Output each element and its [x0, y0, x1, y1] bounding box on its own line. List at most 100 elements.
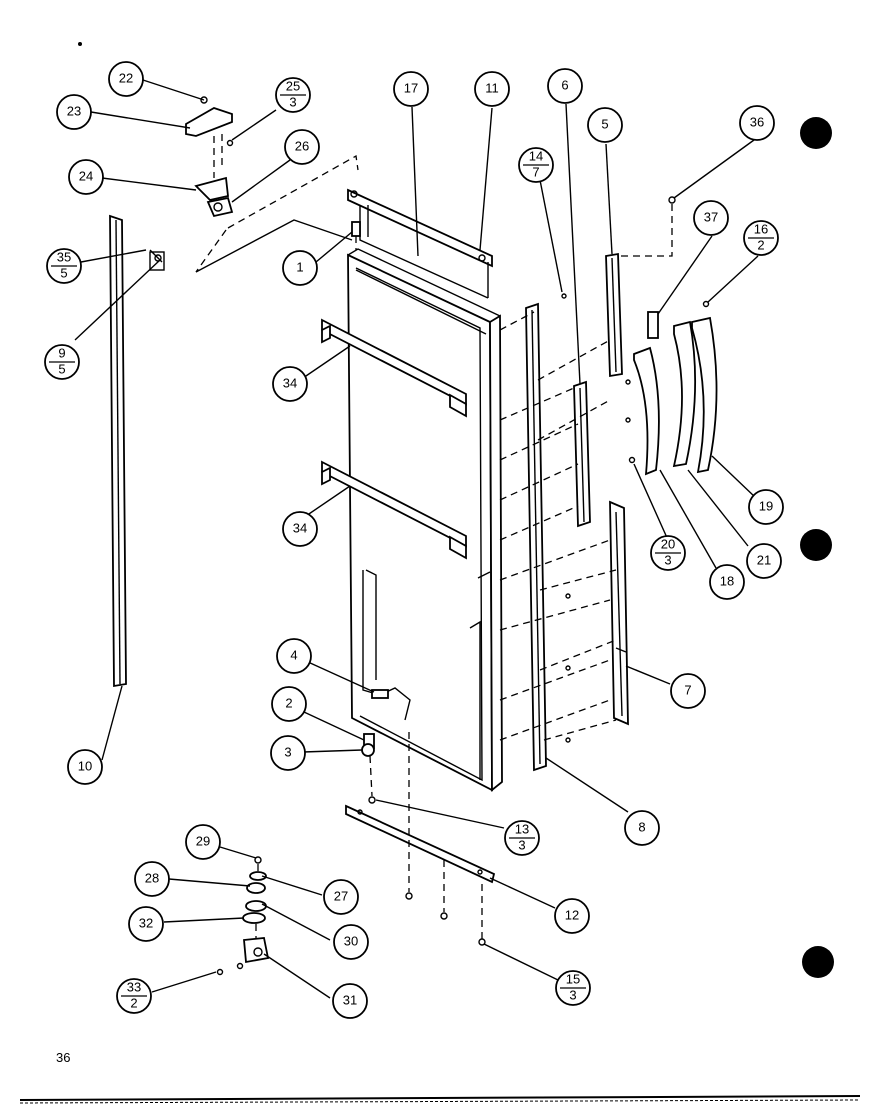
callout-label: 6 [561, 77, 568, 92]
callout-12: 12 [554, 898, 590, 934]
callout-36: 36 [739, 105, 775, 141]
callout-label: 1 [296, 259, 303, 274]
callout-32: 32 [128, 906, 164, 942]
callout-label: 34 [293, 520, 307, 535]
callout-7: 7 [670, 673, 706, 709]
callout-28: 28 [134, 861, 170, 897]
side-channel [525, 302, 547, 772]
door-shelf-upper [321, 318, 467, 418]
callout-label: 10 [78, 758, 92, 773]
callout-label: 11 [485, 80, 499, 95]
callout-num: 33 [127, 979, 141, 994]
callout-10: 10 [67, 749, 103, 785]
callout-label: 3 [284, 744, 291, 759]
callout-21: 21 [746, 543, 782, 579]
callout-den: 2 [130, 995, 137, 1010]
door-shelf-lower [321, 460, 467, 560]
callout-16-2: 162 [743, 220, 779, 256]
door-handle [618, 196, 718, 476]
callout-3: 3 [270, 735, 306, 771]
callout-den: 5 [58, 361, 65, 376]
binder-hole [800, 529, 832, 561]
callout-label: 32 [139, 915, 153, 930]
callout-19: 19 [748, 489, 784, 525]
callout-33-2: 332 [116, 978, 152, 1014]
callout-20-3: 203 [650, 535, 686, 571]
callout-15-3: 153 [555, 970, 591, 1006]
callout-5: 5 [587, 107, 623, 143]
callout-label: 28 [145, 870, 159, 885]
callout-18: 18 [709, 564, 745, 600]
door-gasket-strip [109, 214, 127, 688]
callout-num: 15 [566, 971, 580, 986]
callout-35-5: 355 [46, 248, 82, 284]
callout-22: 22 [108, 61, 144, 97]
page-number: 36 [56, 1050, 71, 1065]
callout-den: 2 [757, 237, 764, 252]
callout-label: 17 [404, 80, 418, 95]
callout-17: 17 [393, 71, 429, 107]
callout-23: 23 [56, 94, 92, 130]
callout-8: 8 [624, 810, 660, 846]
callout-den: 3 [518, 837, 525, 852]
lower-channel [609, 500, 629, 726]
callout-label: 36 [750, 114, 764, 129]
callout-26: 26 [284, 129, 320, 165]
binder-hole [802, 946, 834, 978]
callout-2: 2 [271, 686, 307, 722]
assembly-lines [499, 293, 617, 743]
binder-hole [800, 117, 832, 149]
callout-label: 19 [759, 498, 773, 513]
callout-num: 25 [286, 78, 300, 93]
callout-num: 16 [754, 221, 768, 236]
shelf-channel [573, 380, 591, 528]
callout-label: 23 [67, 103, 81, 118]
callout-27: 27 [323, 879, 359, 915]
callout-num: 14 [529, 148, 543, 163]
upper-channel [605, 252, 623, 378]
callout-24: 24 [68, 159, 104, 195]
callout-num: 9 [58, 345, 65, 360]
callout-34-lower: 34 [282, 511, 318, 547]
callout-den: 3 [664, 552, 671, 567]
callout-label: 31 [343, 992, 357, 1007]
hinge-pin [351, 221, 361, 250]
callout-label: 24 [79, 168, 93, 183]
callout-34-upper: 34 [272, 366, 308, 402]
callout-label: 30 [344, 933, 358, 948]
callout-6: 6 [547, 68, 583, 104]
callout-9-5: 95 [44, 344, 80, 380]
callout-num: 35 [57, 249, 71, 264]
bottom-hinge-assembly [216, 856, 270, 976]
callout-label: 5 [601, 116, 608, 131]
callout-13-3: 133 [504, 820, 540, 856]
callout-label: 27 [334, 888, 348, 903]
callout-den: 5 [60, 265, 67, 280]
callout-label: 34 [283, 375, 297, 390]
callout-label: 22 [119, 70, 133, 85]
callout-4: 4 [276, 638, 312, 674]
callout-37: 37 [693, 200, 729, 236]
callout-11: 11 [474, 71, 510, 107]
callout-14-7: 147 [518, 147, 554, 183]
leader-lines [74, 79, 759, 999]
callout-den: 3 [289, 94, 296, 109]
top-hinge-assembly [185, 96, 359, 229]
callout-num: 13 [515, 821, 529, 836]
callout-num: 20 [661, 536, 675, 551]
callout-label: 18 [720, 573, 734, 588]
callout-label: 21 [757, 552, 771, 567]
callout-31: 31 [332, 983, 368, 1019]
callout-den: 7 [532, 164, 539, 179]
callout-25-3: 253 [275, 77, 311, 113]
callout-label: 8 [638, 819, 645, 834]
top-trim [347, 188, 493, 299]
callout-label: 2 [285, 695, 292, 710]
callout-label: 29 [196, 833, 210, 848]
callout-label: 4 [290, 647, 297, 662]
callout-1: 1 [282, 250, 318, 286]
callout-label: 26 [295, 138, 309, 153]
callout-label: 37 [704, 209, 718, 224]
callout-label: 12 [565, 907, 579, 922]
